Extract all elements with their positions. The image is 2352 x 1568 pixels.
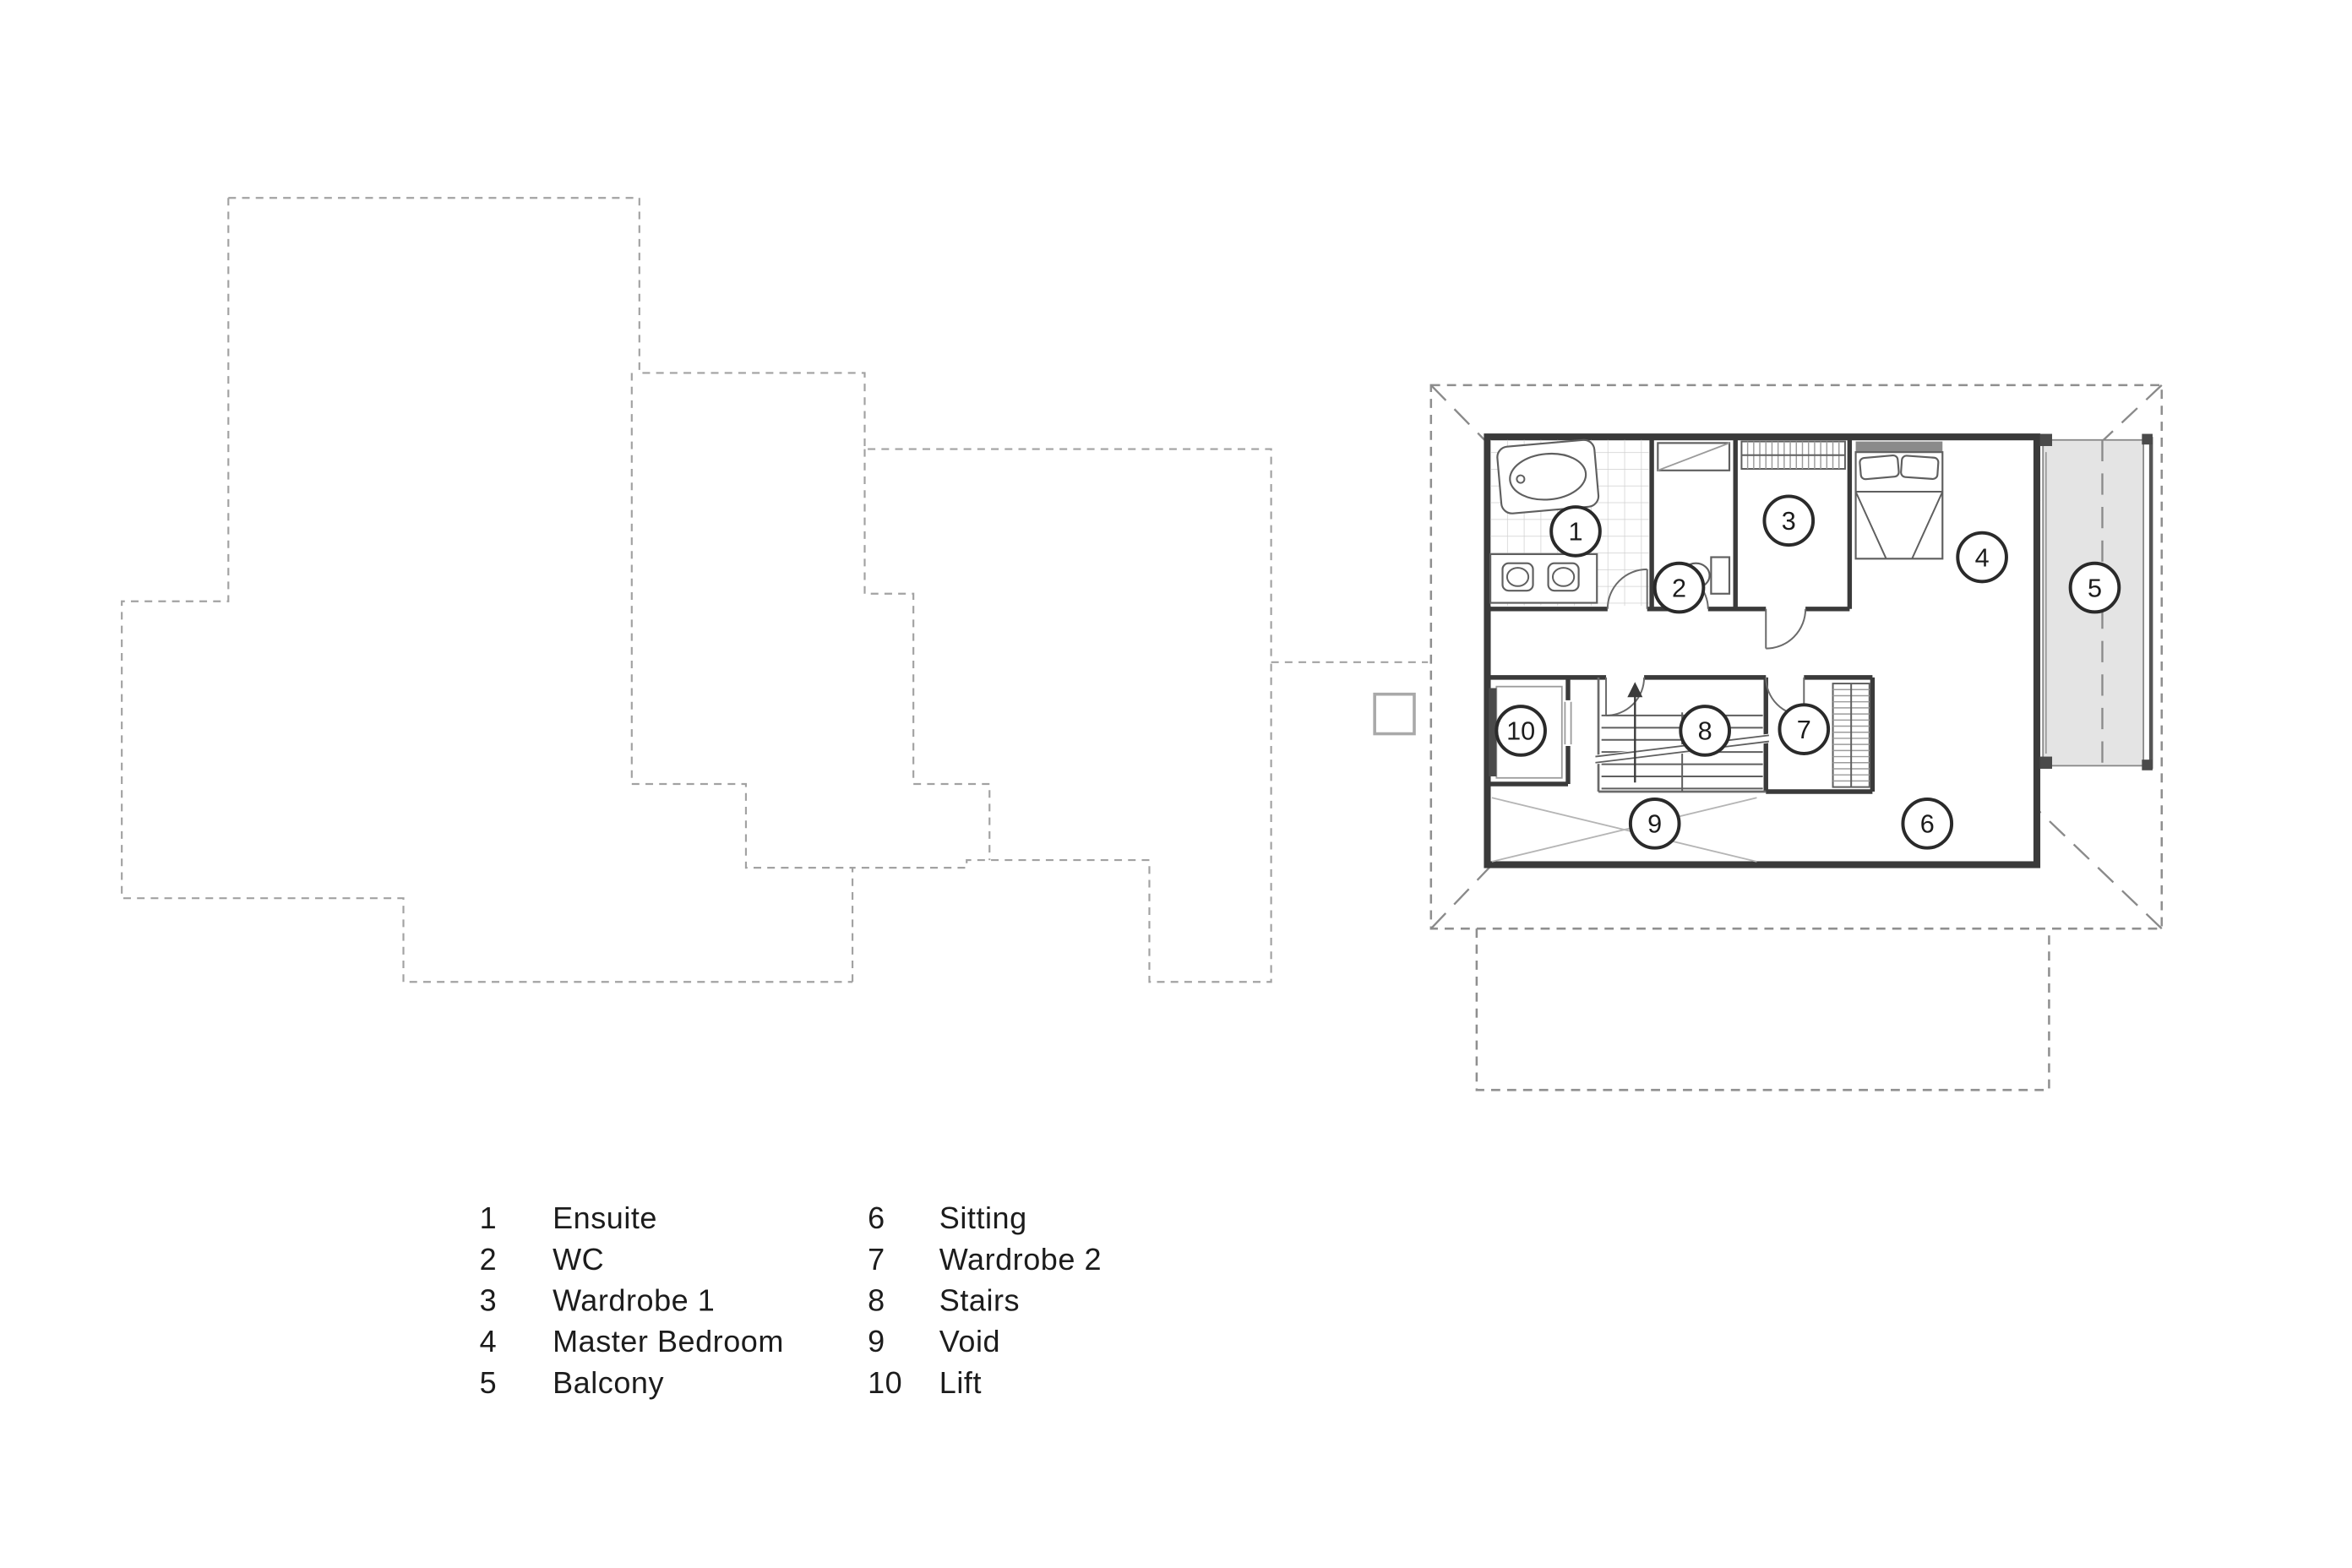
balcony-wall-return-top (2039, 433, 2053, 446)
room-marker-void: 9 (1628, 798, 1681, 850)
legend-number: 4 (480, 1324, 498, 1358)
balcony-wall-return-bottom (2039, 756, 2053, 769)
legend-item: 5 Balcony (480, 1365, 664, 1400)
ensuite-fixtures (1489, 438, 1600, 604)
legend-number: 5 (480, 1365, 498, 1400)
marker-circle (1652, 561, 1706, 614)
legend-item: 3 Wardrobe 1 (480, 1282, 715, 1317)
lift-door-icon (1564, 701, 1572, 745)
room-marker-master-bedroom: 4 (1956, 531, 2008, 584)
roof-rect (1429, 384, 2164, 930)
room-marker-wardrobe1: 3 (1762, 494, 1816, 547)
legend-number: 7 (868, 1242, 885, 1277)
legend-label: Balcony (553, 1365, 664, 1400)
legend-item: 6 Sitting (868, 1200, 1027, 1235)
stair-break-gap (1594, 733, 1770, 765)
room-marker-balcony: 5 (2068, 561, 2121, 614)
legend-number: 6 (868, 1200, 885, 1235)
legend-number: 3 (480, 1282, 498, 1317)
footprint-inner-step-2 (863, 449, 991, 861)
marker-number: 7 (1797, 716, 1811, 744)
balcony-post-top (2142, 433, 2153, 445)
ensuite-door-icon (1606, 568, 1648, 609)
marker-circle (2068, 561, 2121, 614)
marker-circle (1778, 703, 1831, 755)
legend-label: Lift (939, 1365, 982, 1400)
marker-number: 8 (1698, 717, 1712, 746)
void-cross-icon (1491, 797, 1757, 863)
legend-item: 2 WC (480, 1242, 604, 1277)
room-marker-stairs: 8 (1679, 705, 1731, 757)
internal-walls (1487, 437, 1876, 794)
bathtub-icon (1496, 438, 1600, 514)
marker-circle (1956, 531, 2008, 584)
marker-number: 10 (1506, 717, 1535, 746)
legend-column-2: 6 Sitting 7 Wardrobe 2 8 Stairs 9 Void 1… (868, 1200, 1102, 1400)
legend-label: Master Bedroom (553, 1324, 784, 1358)
legend-item: 1 Ensuite (480, 1200, 657, 1235)
column-box-icon (1373, 692, 1416, 736)
balcony-post-bottom (2142, 760, 2153, 770)
legend-item: 10 Lift (868, 1365, 982, 1400)
marker-circle (1628, 798, 1681, 850)
room-marker-sitting: 6 (1901, 798, 1954, 850)
footprint-top-edge (228, 197, 1429, 663)
bed-duvet-folds (1854, 491, 1944, 559)
legend-number: 2 (480, 1242, 498, 1277)
legend-label: Wardrobe 1 (553, 1282, 715, 1317)
marker-circle (1679, 705, 1731, 757)
legend-label: Stairs (939, 1282, 1020, 1317)
legend-label: Ensuite (553, 1200, 657, 1235)
marker-circle (1901, 798, 1954, 850)
legend-number: 1 (480, 1200, 498, 1235)
stairs-icon (1594, 682, 1770, 792)
footprint-left-edge (121, 198, 853, 983)
vanity-sinks-icon (1489, 553, 1598, 604)
marker-number: 6 (1920, 810, 1935, 839)
room-marker-ensuite: 1 (1549, 505, 1602, 558)
legend-label: Void (939, 1324, 1000, 1358)
marker-number: 4 (1975, 543, 1990, 572)
room-markers: 1 2 3 4 5 6 7 8 (1494, 494, 2121, 850)
marker-number: 3 (1782, 507, 1796, 536)
marker-number: 5 (2088, 574, 2102, 602)
wardrobe1-rail-icon (1740, 440, 1846, 470)
room-marker-lift: 10 (1494, 705, 1547, 757)
bed-pillow-left (1859, 454, 1900, 481)
ground-floor-outline (121, 197, 1429, 983)
stair-direction-arrow-icon (1627, 682, 1643, 783)
footprint-inner-step-1 (630, 373, 853, 869)
marker-number: 9 (1647, 810, 1662, 839)
bed-icon (1854, 441, 1944, 560)
shower-icon (1657, 442, 1731, 471)
bed-pillow-right (1900, 455, 1940, 481)
lower-roof-rect (1475, 928, 2050, 1092)
legend-item: 8 Stairs (868, 1282, 1020, 1317)
marker-circle (1494, 705, 1547, 757)
legend: 1 Ensuite 2 WC 3 Wardrobe 1 4 Master Bed… (480, 1200, 1102, 1400)
bed-headboard (1855, 441, 1943, 453)
wardrobe2-rail-icon (1832, 683, 1870, 788)
legend-number: 9 (868, 1324, 885, 1358)
legend-item: 9 Void (868, 1324, 1000, 1358)
marker-circle (1762, 494, 1816, 547)
room-marker-wc: 2 (1652, 561, 1706, 614)
legend-label: Wardrobe 2 (939, 1242, 1102, 1277)
marker-number: 1 (1568, 518, 1582, 547)
legend-item: 4 Master Bedroom (480, 1324, 784, 1358)
legend-number: 10 (868, 1365, 902, 1400)
room-marker-wardrobe2: 7 (1778, 703, 1831, 755)
legend-number: 8 (868, 1282, 885, 1317)
stair-break-lines (1595, 734, 1769, 764)
wardrobe1-door-icon (1765, 608, 1807, 650)
legend-label: Sitting (939, 1200, 1027, 1235)
marker-circle (1549, 505, 1602, 558)
legend-column-1: 1 Ensuite 2 WC 3 Wardrobe 1 4 Master Bed… (480, 1200, 784, 1400)
legend-item: 7 Wardrobe 2 (868, 1242, 1102, 1277)
marker-number: 2 (1672, 574, 1686, 602)
legend-label: WC (553, 1242, 604, 1277)
